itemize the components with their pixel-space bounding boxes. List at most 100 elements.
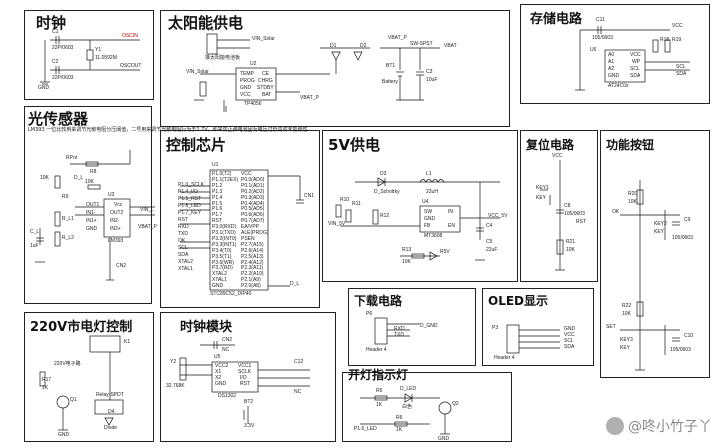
mcu-pin-right: P2.7(A15): [241, 241, 264, 248]
cm-pin-l3: GND: [215, 381, 227, 387]
storage-ic-label: AT24C0x: [608, 83, 629, 89]
mcu-pin-left: P3.2(INT0): [212, 235, 237, 242]
ac-k1-label: K1: [124, 339, 131, 345]
oled-section: [482, 288, 594, 366]
p5v-pin-l0: SW: [424, 209, 433, 215]
clock-title: 时钟: [36, 14, 67, 32]
light-ic-label: LM393: [108, 238, 124, 244]
dl-p6-label: P6: [366, 311, 373, 317]
solar-ic-label: TP4056: [244, 101, 262, 107]
fk-c9-value: 105/0603: [672, 235, 693, 241]
solar-pin-5: CHRG: [258, 78, 273, 84]
download-title: 下载电路: [354, 294, 403, 308]
ac-j1-label: 220V电子路: [54, 361, 81, 367]
fk-key3-sub: KEY: [620, 345, 631, 351]
lamp-q2-label: Q2: [452, 401, 459, 407]
light-pin-5: OUT2: [110, 210, 124, 216]
lamp-r6-label: R6: [396, 415, 403, 421]
reset-c8-label: C8: [564, 203, 571, 209]
p5v-r11-label: R11: [352, 201, 361, 207]
ac-lamp-section: [24, 312, 154, 442]
storage-sda-net: SDA: [676, 71, 687, 77]
mcu-pin-right: P2.0(A8): [241, 283, 261, 290]
ac-r17-label: R17: [42, 377, 52, 383]
mcu-pin-left: P1.1(T2EX): [212, 176, 239, 183]
mcu-pin-right: P2.2(A10): [241, 271, 264, 278]
oled-title: OLED显示: [488, 294, 549, 308]
cm-cn2-label: CN2: [222, 337, 233, 343]
mcu-pin-right: P0.5(AD5): [241, 206, 265, 213]
lamp-gnd-label: GND: [438, 436, 450, 442]
lamp-dled-label: D_LED: [400, 386, 417, 392]
oled-p3-label: P3: [492, 325, 499, 331]
oled-net-2: SCL: [564, 338, 574, 344]
lamp-p16-net: P1.6_LED: [354, 426, 377, 432]
p5v-r10-label: R10: [340, 197, 350, 203]
mcu-pin-left: P1.2: [212, 182, 223, 189]
light-pin-0: OUT1: [86, 202, 100, 208]
ac-lamp-circuit: [39, 335, 124, 431]
cm-pin-l1: X1: [215, 369, 222, 375]
mcu-pin-left: P1.4: [212, 194, 223, 201]
ac-diode-label: Diode: [104, 425, 118, 431]
mcu-net-left: XTAL2: [178, 259, 193, 265]
storage-pin-l3: GND: [608, 73, 620, 79]
reset-c8-value: 105/0603: [564, 211, 585, 217]
storage-pin-r3: SDA: [630, 73, 641, 79]
mcu-pin-left: P3.6(WR): [212, 259, 234, 266]
mcu-pin-left: P1.7: [212, 212, 223, 219]
solar-pin-2: GND: [240, 85, 252, 91]
fk-ok-net: OK: [612, 209, 620, 215]
dl-dgnd-net: D_GND: [420, 323, 438, 329]
storage-r19-label: R19: [672, 37, 682, 43]
p5v-c4-label: C4: [486, 223, 493, 229]
p5v-r12-label: R12: [380, 213, 390, 219]
ac-d-label: D4: [108, 409, 115, 415]
solar-pin-3: VCC: [240, 92, 251, 98]
light-rl1-label: R_L1: [62, 216, 74, 222]
solar-battery-label: Battery: [382, 79, 398, 85]
mcu-pin-left: P3.3(INT1): [212, 241, 237, 248]
solar-vbat-net: VBAT: [444, 43, 457, 49]
cm-bt2-label: BT2: [244, 399, 254, 405]
download-section: [348, 288, 476, 366]
mcu-net-left: RST: [178, 217, 188, 223]
p5v-d3-name: D_Schottky: [374, 189, 400, 195]
storage-pin-r2: SCL: [630, 66, 640, 72]
cm-ic-label: DS1302: [218, 393, 237, 399]
storage-pin-r0: VCC: [630, 52, 641, 58]
light-r8-label: R8: [90, 169, 97, 175]
clock-module-circuit: [179, 341, 310, 424]
mcu-pin-left: P3.5(T1): [212, 253, 232, 260]
mcu-pin-left: P1.3: [212, 188, 223, 195]
light-rl2-label: R_L2: [62, 235, 74, 241]
light-r9-value: 10K: [85, 179, 94, 185]
storage-pin-r1: WP: [632, 59, 641, 65]
lamp-r6-value: 1K: [396, 427, 403, 433]
mcu-net-left: SCL: [178, 245, 188, 251]
clock-oscin-net: OSCIN: [122, 33, 138, 39]
mcu-pin-left: P3.0(RXD): [212, 224, 237, 231]
mcu-net-left: P1.7_KEY: [178, 210, 202, 216]
mcu-pin-right: P2.3(A11): [241, 265, 264, 272]
ac-relay-label: Relay-SPDT: [96, 392, 124, 398]
cm-u-label: U5: [214, 354, 221, 360]
mcu-cn1-label: CN1: [304, 193, 315, 199]
light-u-label: U3: [108, 192, 115, 198]
mcu-pin-right: EA/VPP: [241, 224, 260, 231]
solar-vbat-p-net-2: VBAT_P: [388, 35, 407, 41]
mcu-pin-right: P0.7(AD7): [241, 218, 265, 225]
func-keys-title: 功能按钮: [606, 138, 655, 152]
solar-title: 太阳能供电: [168, 14, 244, 32]
power-5v-section: [322, 130, 518, 282]
solar-pin-7: BAT: [262, 92, 272, 98]
cm-pin-r2: I/O: [240, 375, 247, 381]
solar-vin-net-2: VIN_Solar: [186, 69, 209, 75]
p5v-ic-label: MT3608: [424, 233, 443, 239]
cm-y2-label: Y2: [170, 359, 177, 365]
p5v-c4-value: 22uF: [486, 247, 498, 253]
storage-pin-l0: A0: [608, 52, 615, 58]
cm-pin-l0: VCC2: [215, 363, 229, 369]
lamp-r5-value: 1K: [376, 402, 383, 408]
p5v-l1-value: 22uH: [426, 189, 438, 195]
